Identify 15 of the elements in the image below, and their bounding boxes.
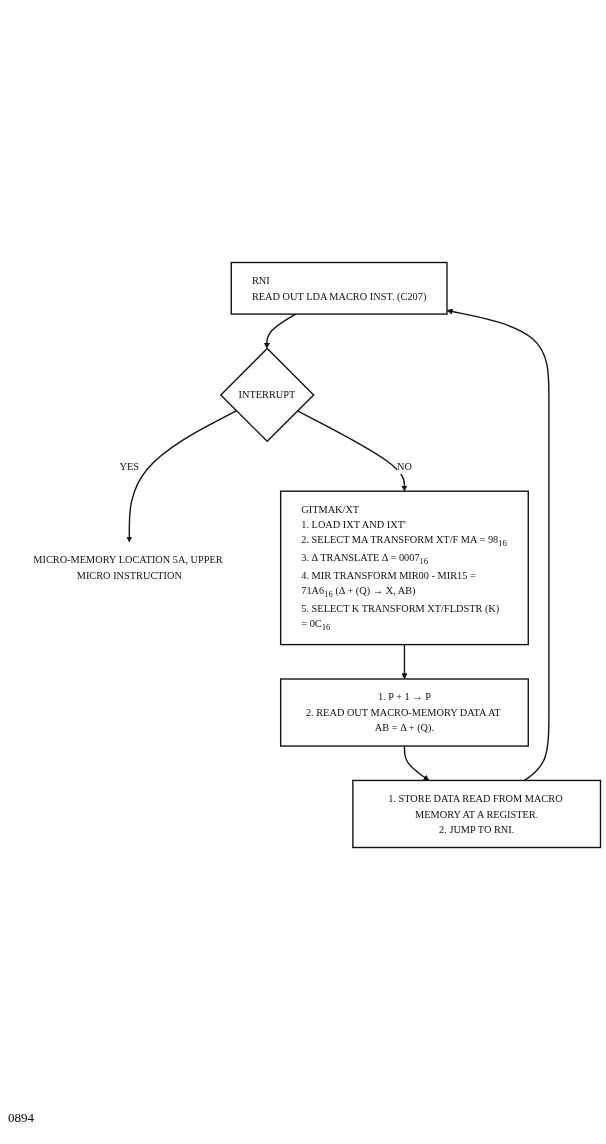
node-box: 1. STORE DATA READ FROM MACRO MEMORY AT A REGISTER. 2. JUMP TO RNI. bbox=[352, 779, 602, 849]
node-box: GITMAK/XT 1. LOAD IXT AND IXT' 2. SELECT MA TRANSFORM XT/F MA = 98$_{16}$ 3. Δ TRANSLATE Δ = 0007$_{16}$ 4. MIR TRANSFORM MIR00 - MIR15 = 71A6$_{16}$ (Δ + (Q) → X, AB) 5. SELECT K TRANSFORM XT/FLDSTR (K) = 0C$_{16}$ bbox=[279, 490, 529, 646]
arrow bbox=[446, 308, 550, 782]
node-box: RNI READ OUT LDA MACRO INST. (C207) bbox=[230, 261, 448, 315]
node-text: MICRO-MEMORY LOCATION 5A, UPPER MICRO INSTRUCTION bbox=[33, 554, 223, 581]
arrow bbox=[263, 313, 297, 349]
node-diamond: INTERRUPT bbox=[219, 347, 315, 443]
arrow bbox=[296, 410, 408, 492]
arrow bbox=[403, 745, 430, 781]
edge-label: YES bbox=[119, 460, 140, 472]
arrow bbox=[401, 643, 408, 680]
arrow bbox=[126, 410, 237, 543]
edge-label: NO bbox=[397, 460, 412, 472]
node-box: 1. P + 1 → P 2. READ OUT MACRO-MEMORY DATA AT AB = Δ + (Q). bbox=[279, 678, 529, 747]
figure-number: 0894 bbox=[8, 1110, 35, 1126]
